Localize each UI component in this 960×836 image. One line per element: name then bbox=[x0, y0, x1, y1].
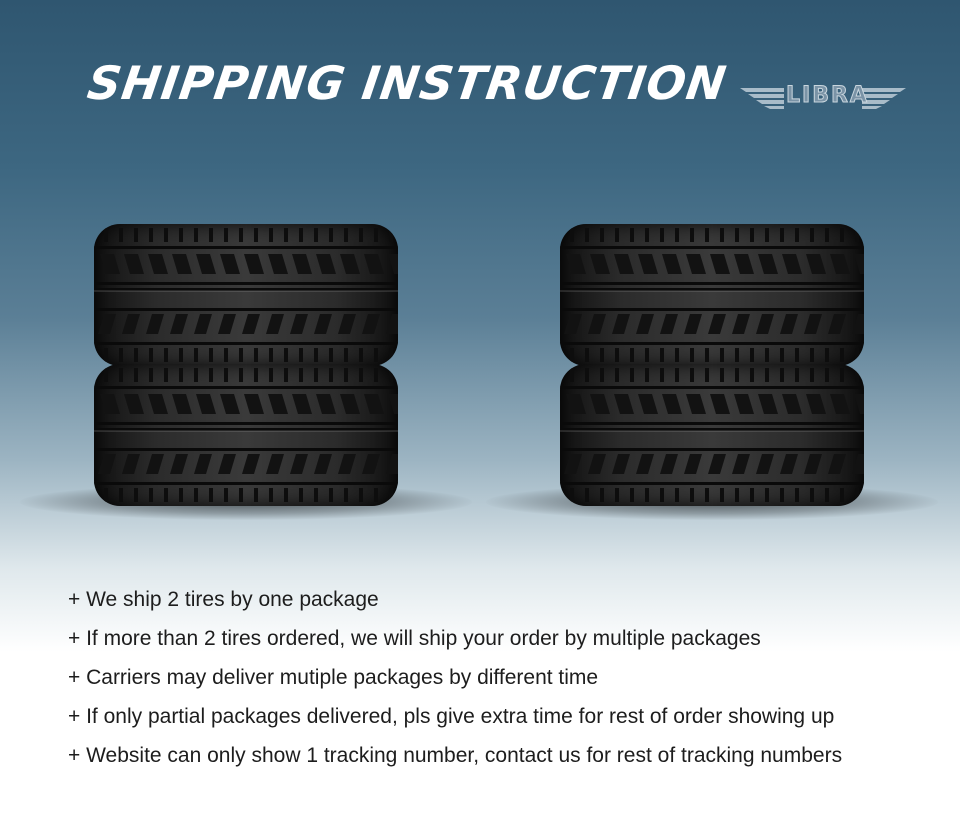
tire bbox=[560, 224, 864, 366]
tire bbox=[560, 364, 864, 506]
instruction-item: + Carriers may deliver mutiple packages … bbox=[68, 666, 599, 689]
tire-stack-right bbox=[486, 222, 938, 522]
page-title: SHIPPING INSTRUCTION bbox=[84, 56, 731, 110]
tire bbox=[94, 364, 398, 506]
winged-logo-icon bbox=[740, 88, 906, 109]
libra-logo: LIBRA bbox=[738, 80, 908, 116]
instruction-item: + If only partial packages delivered, pl… bbox=[68, 705, 835, 728]
instruction-item: + If more than 2 tires ordered, we will … bbox=[68, 627, 761, 650]
instruction-list: + We ship 2 tires by one package + If mo… bbox=[68, 580, 842, 775]
instruction-item: + We ship 2 tires by one package bbox=[68, 588, 379, 611]
tire-stack-left bbox=[20, 222, 472, 522]
logo-text: LIBRA bbox=[786, 83, 869, 109]
tire bbox=[94, 224, 398, 366]
instruction-item: + Website can only show 1 tracking numbe… bbox=[68, 744, 843, 767]
